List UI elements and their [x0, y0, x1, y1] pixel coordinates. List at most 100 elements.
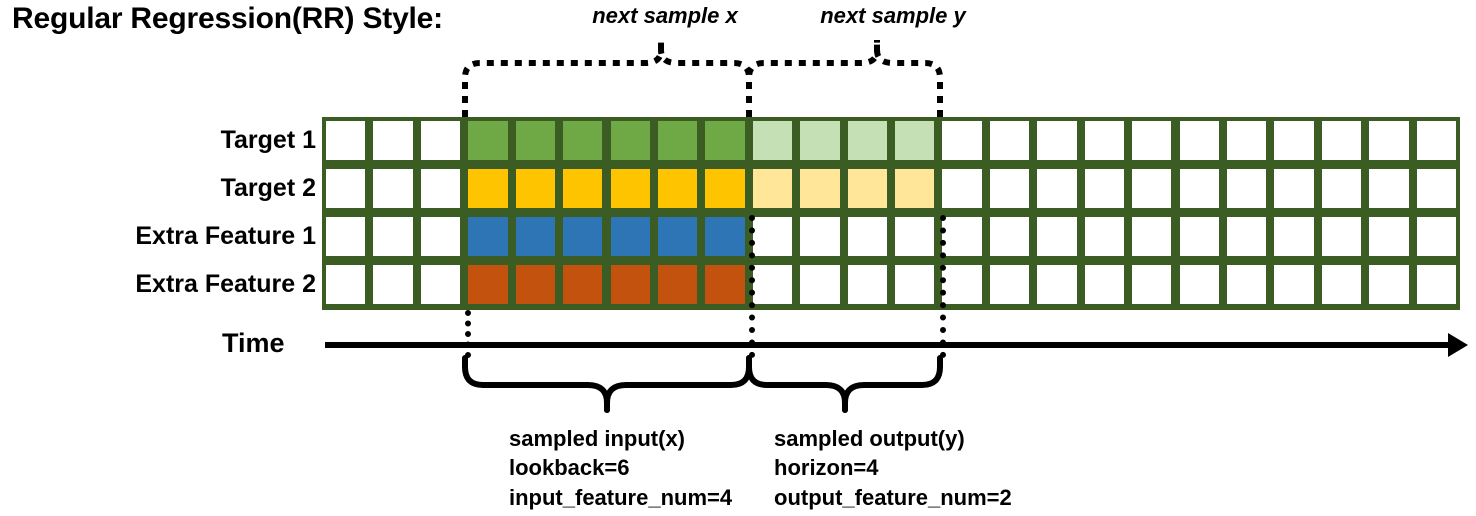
grid-cell-empty	[373, 217, 413, 256]
annotation-next-sample-x: next sample x	[592, 3, 738, 28]
guide-line-input-end	[749, 215, 755, 358]
grid-cell-empty	[1132, 217, 1172, 256]
timeline-grid	[322, 117, 1460, 310]
sampled-output-feature-num: output_feature_num=2	[774, 484, 1012, 510]
grid-cell-empty	[847, 265, 887, 304]
grid-cell-empty	[1179, 265, 1219, 304]
grid-cell-empty	[1226, 265, 1267, 304]
grid-cell-empty	[1274, 169, 1314, 208]
grid-cell-input	[657, 265, 698, 304]
annotation-sampled-output: sampled output(y) horizon=4 output_featu…	[774, 424, 1012, 512]
grid-cell-empty	[1274, 121, 1314, 160]
sampled-output-title: sampled output(y)	[774, 426, 965, 451]
grid-cell-empty	[1179, 121, 1219, 160]
grid-cell-empty	[1037, 217, 1077, 256]
grid-cell-empty	[989, 265, 1030, 304]
grid-cell-empty	[752, 265, 793, 304]
grid-cell-empty	[326, 169, 366, 208]
grid-cell-input	[610, 265, 650, 304]
grid-cell-empty	[326, 217, 366, 256]
top-brace-layer	[462, 40, 943, 117]
grid-cell-empty	[847, 217, 887, 256]
grid-cell-empty	[1321, 169, 1362, 208]
grid-cell-empty	[1179, 169, 1219, 208]
grid-cell-empty	[373, 169, 413, 208]
grid-cell-empty	[1132, 121, 1172, 160]
grid-cell-empty	[1369, 121, 1409, 160]
grid-cell-empty	[326, 265, 366, 304]
page-title: Regular Regression(RR) Style:	[12, 2, 443, 35]
grid-cell-empty	[752, 217, 793, 256]
annotation-next-sample-y: next sample y	[820, 3, 966, 28]
grid-cell-output	[895, 121, 935, 160]
grid-row	[322, 165, 1460, 213]
grid-cell-input	[515, 265, 556, 304]
grid-cell-empty	[1084, 169, 1125, 208]
grid-cell-output	[752, 169, 793, 208]
grid-cell-empty	[420, 121, 461, 160]
grid-cell-empty	[1416, 121, 1456, 160]
grid-cell-input	[705, 217, 745, 256]
grid-cell-input	[468, 121, 508, 160]
grid-cell-empty	[1226, 169, 1267, 208]
grid-cell-empty	[1132, 265, 1172, 304]
grid-cell-empty	[1084, 121, 1125, 160]
guide-line-input-start	[465, 310, 471, 358]
grid-cell-input	[515, 217, 556, 256]
grid-cell-empty	[895, 265, 935, 304]
grid-cell-empty	[989, 169, 1030, 208]
grid-cell-input	[468, 169, 508, 208]
grid-cell-input	[515, 121, 556, 160]
grid-cell-empty	[420, 169, 461, 208]
grid-cell-output	[847, 169, 887, 208]
grid-cell-empty	[942, 217, 982, 256]
grid-cell-input	[657, 169, 698, 208]
grid-cell-empty	[420, 265, 461, 304]
grid-cell-input	[563, 169, 603, 208]
grid-cell-output	[800, 121, 840, 160]
grid-cell-output	[800, 169, 840, 208]
grid-cell-input	[563, 121, 603, 160]
grid-cell-empty	[326, 121, 366, 160]
grid-cell-empty	[942, 121, 982, 160]
grid-cell-input	[610, 169, 650, 208]
grid-cell-input	[657, 217, 698, 256]
grid-cell-input	[657, 121, 698, 160]
grid-cell-empty	[800, 265, 840, 304]
grid-cell-input	[610, 121, 650, 160]
row-label-extra-feature-2: Extra Feature 2	[135, 270, 316, 298]
grid-cell-empty	[1369, 217, 1409, 256]
row-label-target-2: Target 2	[220, 174, 316, 202]
sampled-input-lookback: lookback=6	[509, 455, 630, 481]
grid-row	[322, 213, 1460, 261]
grid-cell-input	[563, 217, 603, 256]
grid-cell-empty	[373, 121, 413, 160]
grid-cell-empty	[989, 217, 1030, 256]
grid-cell-empty	[1084, 265, 1125, 304]
grid-cell-input	[705, 169, 745, 208]
grid-cell-output	[895, 169, 935, 208]
grid-cell-empty	[1321, 121, 1362, 160]
grid-cell-input	[468, 265, 508, 304]
grid-cell-input	[610, 217, 650, 256]
grid-cell-empty	[942, 265, 982, 304]
grid-cell-empty	[800, 217, 840, 256]
grid-cell-input	[563, 265, 603, 304]
sampled-output-horizon: horizon=4	[774, 455, 879, 481]
grid-cell-empty	[1037, 265, 1077, 304]
grid-cell-empty	[1132, 169, 1172, 208]
grid-cell-empty	[420, 217, 461, 256]
grid-row	[322, 261, 1460, 309]
grid-cell-empty	[989, 121, 1030, 160]
grid-cell-empty	[1037, 169, 1077, 208]
row-label-extra-feature-1: Extra Feature 1	[135, 222, 316, 250]
grid-cell-input	[705, 121, 745, 160]
grid-cell-empty	[1369, 169, 1409, 208]
sampled-input-feature-num: input_feature_num=4	[509, 484, 733, 510]
guide-line-output-end	[940, 215, 946, 358]
grid-cell-empty	[1321, 217, 1362, 256]
time-axis-label: Time	[222, 328, 285, 358]
time-axis-line	[325, 342, 1458, 348]
row-label-target-1: Target 1	[220, 126, 316, 154]
bottom-brace-layer	[462, 355, 943, 413]
